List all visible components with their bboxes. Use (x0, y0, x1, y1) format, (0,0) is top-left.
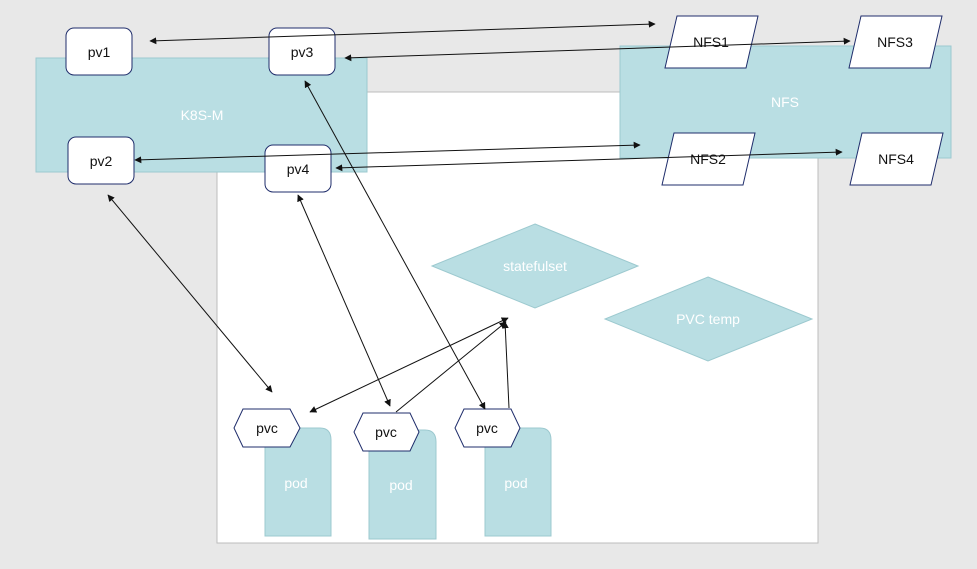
arrow-pv2-pvc1 (107, 194, 273, 393)
pvc-1[interactable]: pvc (233, 408, 301, 448)
k8s-master-label: K8S-M (181, 107, 224, 123)
pvc-3[interactable]: pvc (454, 408, 521, 448)
arrow-pvc3-statefulset (501, 321, 510, 409)
nfs2-node[interactable]: NFS2 (661, 132, 756, 186)
nfs3-node[interactable]: NFS3 (848, 15, 943, 69)
pvc-template-label: PVC temp (676, 311, 740, 327)
statefulset-label: statefulset (503, 258, 567, 274)
nfs-region-label: NFS (771, 94, 799, 110)
arrow-pvc1-statefulset (309, 317, 509, 413)
arrow-pv3-nfs3 (344, 37, 851, 62)
pv2-node[interactable]: pv2 (67, 136, 135, 185)
pod-2-label: pod (389, 477, 412, 493)
pv3-label: pv3 (291, 44, 314, 60)
pod-3-label: pod (504, 475, 527, 491)
nfs4-node[interactable]: NFS4 (849, 132, 944, 186)
pod-2[interactable]: pod (368, 429, 437, 540)
nfs4-label: NFS4 (878, 151, 914, 167)
pvc-3-label: pvc (476, 420, 498, 436)
pv4-node[interactable]: pv4 (264, 144, 332, 193)
connectors (107, 20, 851, 413)
pv4-label: pv4 (287, 161, 310, 177)
pv1-label: pv1 (88, 44, 111, 60)
pod-1-label: pod (284, 475, 307, 491)
pvc-template-node[interactable]: PVC temp (603, 276, 814, 362)
pvc-2-label: pvc (375, 424, 397, 440)
arrow-pv1-nfs1 (149, 20, 656, 45)
arrow-pvc2-statefulset (395, 321, 507, 413)
nfs1-label: NFS1 (693, 34, 729, 50)
pvc-2[interactable]: pvc (353, 412, 420, 452)
nfs2-label: NFS2 (690, 151, 726, 167)
pod-3[interactable]: pod (484, 427, 552, 537)
nfs1-node[interactable]: NFS1 (664, 15, 759, 69)
pv2-label: pv2 (90, 153, 113, 169)
pv1-node[interactable]: pv1 (65, 27, 133, 76)
pod-1[interactable]: pod (264, 427, 332, 537)
pvc-1-label: pvc (256, 420, 278, 436)
nfs3-label: NFS3 (877, 34, 913, 50)
